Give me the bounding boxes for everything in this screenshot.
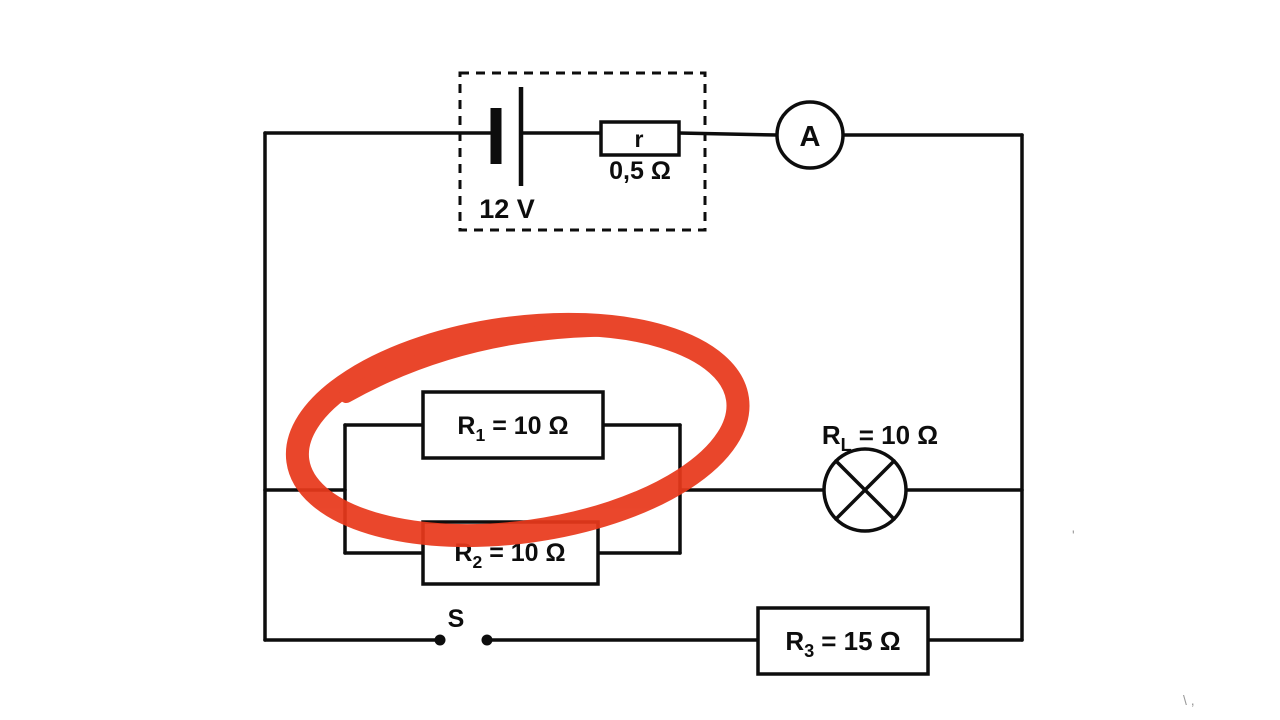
resistor-r3-label: R3= 15 Ω <box>785 626 900 661</box>
ammeter: A <box>775 100 845 170</box>
highlight-annotation <box>285 312 750 548</box>
switch: S <box>434 605 493 646</box>
source-dashed-boundary <box>458 71 707 232</box>
resistor-r1: R1= 10 Ω <box>421 390 605 460</box>
internal-resistance-label: r <box>635 126 644 152</box>
lamp-rl-label: RL= 10 Ω <box>822 420 938 455</box>
resistor-r3: R3= 15 Ω <box>756 606 930 676</box>
highlight-ellipse <box>285 312 750 548</box>
internal-resistance-value: 0,5 Ω <box>609 157 671 185</box>
internal-resistance-box <box>599 120 681 157</box>
switch-contact-left <box>434 634 446 646</box>
voltage-source-group: 12 V r 0,5 Ω <box>458 71 707 232</box>
wire-r-to-ammeter <box>677 131 779 137</box>
lamp-cross-line-2 <box>834 459 896 521</box>
switch-label: S <box>448 605 465 633</box>
stray-mark: ' <box>1072 527 1075 543</box>
ammeter-label: A <box>800 121 821 153</box>
switch-contact-right <box>481 634 493 646</box>
resistor-r3-box <box>756 606 930 676</box>
lamp-rl: RL= 10 Ω <box>822 420 938 533</box>
stray-mark: \ , <box>1183 692 1195 708</box>
highlight-inner-stroke <box>338 321 651 403</box>
battery-voltage-label: 12 V <box>479 194 535 224</box>
resistor-r1-label: R1= 10 Ω <box>457 412 568 445</box>
resistor-r1-box <box>421 390 605 460</box>
ammeter-circle <box>775 100 845 170</box>
